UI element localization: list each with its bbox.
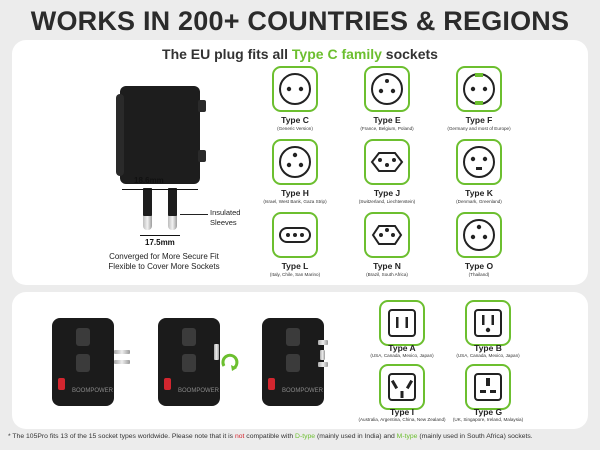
socket-g-icon	[465, 364, 511, 410]
adapter-slot	[76, 328, 90, 346]
footnote-part: (mainly used in India) and	[315, 433, 397, 440]
socket-region-note: (Brazil, South Africa)	[366, 272, 408, 277]
socket-n-icon	[364, 212, 410, 258]
us-prong	[114, 360, 130, 364]
adapter-image-rotating: BOOMPOWER	[158, 318, 220, 406]
sleeve-label-line2: Sleeves	[210, 218, 237, 227]
socket-region-note: (Australia, Argentina, China, New Zealan…	[358, 417, 446, 422]
socket-type-label: Type F	[465, 115, 493, 125]
uk-prong	[318, 340, 328, 345]
socket-b-icon	[465, 300, 511, 346]
adapter-logo: BOOMPOWER	[282, 388, 324, 394]
socket-type-label: Type N	[373, 261, 401, 271]
eu-plug-illustration	[116, 86, 200, 184]
pin-spacing-label: 17.5mm	[145, 238, 175, 247]
socket-j-icon	[364, 139, 410, 185]
plug-width-label: 18.6mm	[134, 176, 164, 185]
compatibility-footnote: * The 105Pro fits 13 of the 15 socket ty…	[8, 433, 598, 440]
socket-o-icon	[456, 212, 502, 258]
adapter-slot	[182, 354, 196, 372]
footnote-d-type: D-type	[295, 433, 316, 440]
socket-region-note: (USA, Canada, Mexico, Japan)	[456, 353, 520, 358]
socket-region-note: (Israel, West Bank, Gaza Strip)	[263, 199, 327, 204]
adapter-logo: BOOMPOWER	[72, 388, 114, 394]
eu-subheading: The EU plug fits all Type C family socke…	[12, 46, 588, 62]
adapter-logo: BOOMPOWER	[178, 388, 220, 394]
socket-type-label: Type K	[465, 188, 493, 198]
socket-region-note: (UK, Singapore, Ireland, Malaysia)	[452, 417, 524, 422]
socket-type-label: Type A	[388, 343, 416, 353]
socket-c-icon	[272, 66, 318, 112]
plug-width-dimension-line	[122, 189, 198, 190]
socket-region-note: (Thailand)	[468, 272, 490, 277]
socket-region-note: (Italy, Chile, San Marino)	[269, 272, 321, 277]
footnote-part: (mainly used in South Africa) sockets.	[417, 433, 533, 440]
socket-region-note: (Denmark, Greenland)	[456, 199, 502, 204]
socket-type-label: Type J	[373, 188, 401, 198]
socket-e-icon	[364, 66, 410, 112]
socket-type-label: Type C	[281, 115, 309, 125]
socket-region-note: (Germany and most of Europe)	[447, 126, 511, 131]
pin-spacing-dimension-line	[140, 235, 180, 236]
socket-f-icon	[456, 66, 502, 112]
subhead-highlight: Type C family	[291, 46, 382, 62]
caption-line1: Converged for More Secure Fit	[109, 252, 219, 261]
adapter-slot	[76, 354, 90, 372]
sleeve-pointer-line	[180, 214, 208, 215]
page-headline: WORKS IN 200+ COUNTRIES & REGIONS	[30, 6, 570, 36]
socket-type-label: Type H	[281, 188, 309, 198]
usb-c-port	[58, 378, 65, 390]
plug-side-knob	[198, 150, 206, 162]
socket-type-label: Type I	[390, 407, 414, 417]
footnote-part: compatible with	[244, 433, 296, 440]
insulated-sleeve	[143, 188, 152, 216]
socket-a-icon	[379, 300, 425, 346]
socket-i-icon	[379, 364, 425, 410]
socket-l-icon	[272, 212, 318, 258]
socket-type-label: Type B	[474, 343, 502, 353]
socket-region-note: (France, Belgium, Poland)	[360, 126, 414, 131]
adapter-slot	[182, 328, 196, 346]
sleeve-label-line1: Insulated	[210, 208, 241, 217]
adapter-image-usa-plug: BOOMPOWER	[52, 318, 114, 406]
usb-c-port	[164, 378, 171, 390]
socket-type-label: Type G	[473, 407, 503, 417]
usb-c-port	[268, 378, 275, 390]
socket-k-icon	[456, 139, 502, 185]
socket-region-note: (USA, Canada, Mexico, Japan)	[370, 353, 434, 358]
plug-side-knob	[198, 100, 206, 112]
adapter-slot	[286, 354, 300, 372]
uk-prong	[320, 350, 325, 360]
socket-region-note: (Switzerland, Liechtenstein)	[358, 199, 416, 204]
footnote-m-type: M-type	[396, 433, 418, 440]
rotate-arrow-icon	[221, 353, 239, 371]
us-prong	[114, 350, 130, 354]
socket-type-label: Type E	[373, 115, 401, 125]
insulated-sleeve	[168, 188, 177, 216]
socket-type-label: Type L	[281, 261, 309, 271]
subhead-prefix: The EU plug fits all	[162, 46, 292, 62]
socket-type-label: Type O	[464, 261, 494, 271]
footnote-not: not	[234, 433, 245, 440]
caption-line2: Flexible to Cover More Sockets	[108, 262, 220, 271]
subhead-suffix: sockets	[381, 46, 438, 62]
adapter-slot	[286, 328, 300, 346]
footnote-part: * The 105Pro fits 13 of the 15 socket ty…	[8, 433, 235, 440]
rotating-prong	[214, 344, 219, 360]
uk-prong	[318, 362, 328, 367]
socket-region-note: (Generic Version)	[277, 126, 313, 131]
adapter-image-uk-plug: BOOMPOWER	[262, 318, 324, 406]
socket-h-icon	[272, 139, 318, 185]
